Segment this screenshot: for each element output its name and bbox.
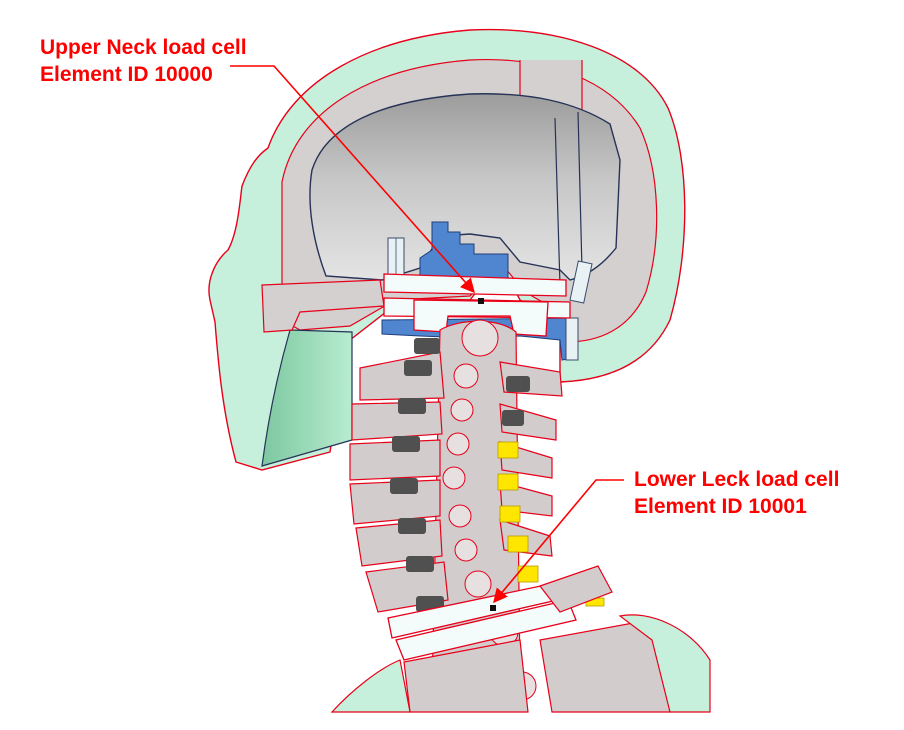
upper-callout-leader <box>230 65 475 294</box>
disc-left-4 <box>392 436 420 452</box>
vertebra-ring-8 <box>464 570 492 598</box>
skull-cavity <box>309 93 621 281</box>
disc-left-5 <box>390 478 418 494</box>
lower-load-cell-plate-2 <box>395 599 577 661</box>
lower-callout-line2: Element ID 10001 <box>634 495 807 518</box>
vertebra-ring-2 <box>453 363 479 389</box>
disc-right-2 <box>502 410 524 426</box>
thorax-block-left <box>403 639 529 713</box>
vertebra-ring-6 <box>448 504 472 528</box>
jaw-panel <box>261 329 353 467</box>
upper-callout-line1: Upper Neck load cell <box>40 36 247 59</box>
yellow-block-2 <box>497 473 519 491</box>
disc-left-7 <box>406 556 434 572</box>
process-left-2 <box>351 401 443 441</box>
vertebra-ring-3 <box>450 398 474 422</box>
lower-load-cell-marker <box>490 605 496 611</box>
yellow-block-1 <box>497 441 519 459</box>
vertebra-ring-4 <box>446 432 470 456</box>
cervical-spine <box>349 319 627 701</box>
skull-base-plate <box>261 279 385 333</box>
disc-left-1 <box>414 338 440 354</box>
vertebra-ring-7 <box>454 538 478 562</box>
bolt-right-lower <box>565 317 579 361</box>
yellow-block-5 <box>517 565 539 583</box>
lower-load-cell-right-arm <box>539 565 613 613</box>
blue-mount-top <box>419 221 509 281</box>
vertebra-ring-1 <box>461 319 499 357</box>
lower-neck-load-cell-callout: Lower Leck load cell Element ID 10001 <box>634 466 839 520</box>
upper-callout-line2: Element ID 10000 <box>40 63 213 86</box>
disc-left-6 <box>398 518 426 534</box>
vertebra-ring-5 <box>442 466 466 490</box>
yellow-block-3 <box>499 505 521 523</box>
upper-load-cell-marker <box>478 298 484 304</box>
disc-right-1 <box>506 376 530 392</box>
upper-neck-load-cell-callout: Upper Neck load cell Element ID 10000 <box>40 34 247 88</box>
lower-callout-leader <box>493 479 624 604</box>
process-left-1 <box>359 351 445 401</box>
yellow-block-4 <box>507 535 529 553</box>
upper-load-cell-plate <box>383 273 567 297</box>
skull-back-line <box>554 117 561 287</box>
upper-load-cell-block <box>413 299 549 337</box>
skull-back-line <box>577 111 583 271</box>
disc-left-2 <box>404 360 432 376</box>
shoulder-skin-right <box>618 614 711 713</box>
lower-callout-line1: Lower Leck load cell <box>634 468 840 491</box>
bolt-right <box>569 260 593 304</box>
shoulder-skin-left <box>330 659 411 713</box>
disc-left-3 <box>398 398 426 414</box>
